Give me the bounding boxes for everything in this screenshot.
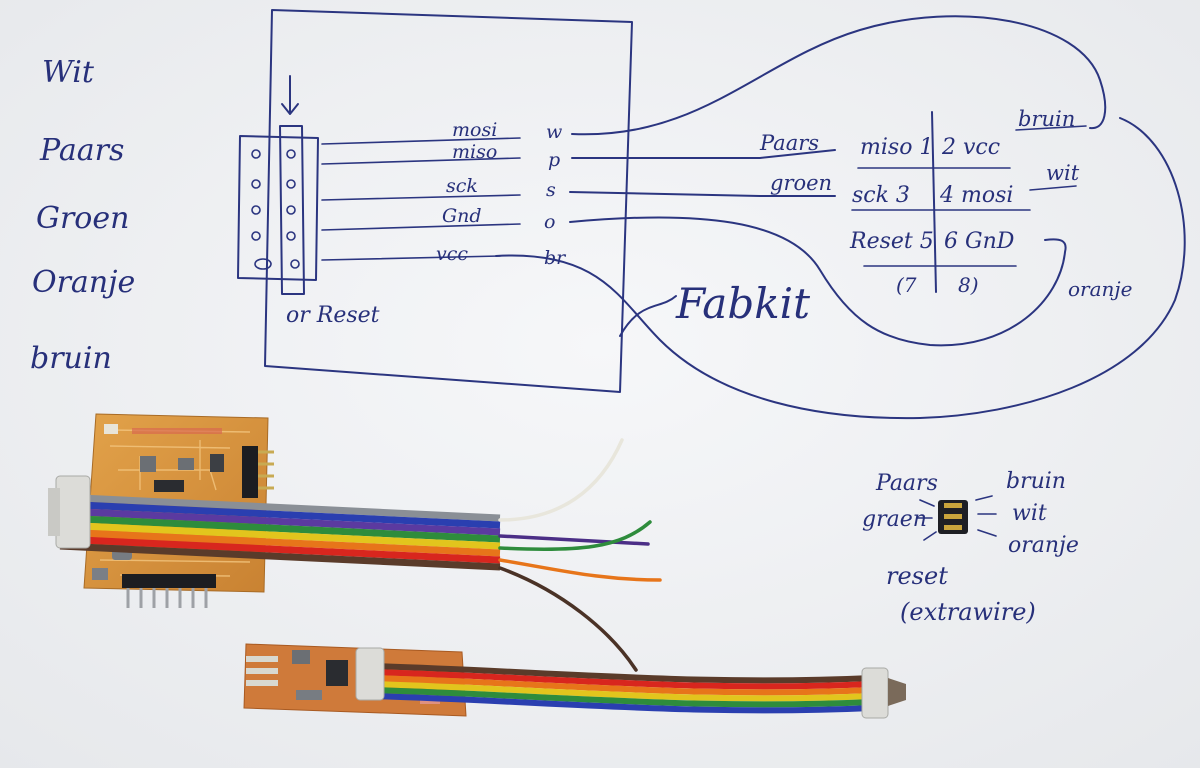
- isp-header-diagram: miso 1 2 vcc sck 3 4 mosi Reset 5 6 GnD …: [759, 107, 1132, 301]
- signal-sck: sck: [446, 175, 478, 197]
- colour-legend: Wit Paars Groen Oranje bruin: [30, 55, 135, 376]
- signal-vcc: vcc: [436, 243, 468, 265]
- fabkit-pointer: [619, 295, 677, 337]
- isp-label-paars: Paars: [759, 131, 819, 155]
- wire-brown: [495, 117, 1186, 420]
- isp-pin-3: sck 3: [852, 183, 910, 208]
- wire-code-p: p: [548, 149, 560, 171]
- connector-label-paars: Paars: [875, 471, 938, 496]
- isp-pin-6: 6 GnD: [944, 229, 1015, 254]
- wire-code-s: s: [546, 179, 556, 201]
- wire-code-o: o: [544, 211, 555, 233]
- legend-item-paars: Paars: [39, 133, 124, 168]
- signal-gnd: Gnd: [442, 205, 482, 227]
- connector-label-oranje: oranje: [1008, 533, 1079, 558]
- isp-label-wit: wit: [1046, 161, 1080, 185]
- isp-pin-5: Reset 5: [849, 229, 934, 254]
- reset-note: or Reset: [286, 303, 380, 328]
- ribbon-connector-end: [861, 667, 889, 719]
- wire-code-w: w: [546, 121, 562, 143]
- isp-pin-8: 8): [958, 273, 979, 297]
- legend-item-groen: Groen: [36, 201, 129, 236]
- legend-item-oranje: Oranje: [32, 265, 135, 300]
- connector-sketch: Paars graen bruin wit oranje reset (extr…: [862, 469, 1079, 626]
- isp-pin-2: 2 vcc: [941, 135, 1000, 160]
- isp-label-oranje: oranje: [1068, 277, 1132, 301]
- wire-white: [571, 15, 1107, 136]
- isp-pin-4: 4 mosi: [939, 183, 1013, 208]
- isp-divider-vertical: [931, 111, 937, 293]
- fabkit-label: Fabkit: [675, 279, 810, 328]
- wire-code-br: br: [544, 247, 567, 269]
- connector-label-wit: wit: [1012, 501, 1047, 526]
- header-pins: [251, 149, 300, 270]
- signal-lines: [321, 137, 521, 261]
- isp-pin-7: (7: [896, 273, 917, 297]
- connector-label-bruin: bruin: [1006, 469, 1066, 494]
- ribbon-cable-top: [48, 438, 662, 672]
- header-outline: [237, 135, 319, 281]
- board-outline: [264, 9, 633, 393]
- left-board-diagram: mosi miso sck Gnd vcc w p s o br or Rese…: [237, 9, 633, 393]
- ribbon-connector-programmer: [355, 647, 385, 701]
- wire-purple: [571, 149, 836, 159]
- connecting-wires: [495, 15, 1186, 420]
- wire-green: [569, 191, 836, 197]
- signal-miso: miso: [452, 141, 497, 163]
- legend-item-wit: Wit: [42, 55, 95, 90]
- signal-mosi: mosi: [452, 119, 497, 141]
- isp-pin-1: miso 1: [860, 135, 933, 160]
- pcb-bottom-header: [122, 574, 216, 588]
- ribbon-cable-bottom: [355, 647, 906, 719]
- connector-reset-note: reset: [886, 562, 948, 590]
- connector-label-graen: graen: [862, 507, 927, 532]
- header-inner-column: [279, 125, 305, 295]
- legend-item-bruin: bruin: [30, 341, 112, 376]
- isp-label-groen: groen: [770, 171, 832, 195]
- arrow-down-icon: [281, 75, 299, 115]
- ribbon-connector-left: [55, 475, 91, 549]
- wire-orange: [569, 216, 1067, 347]
- pcb-right-header: [242, 446, 258, 498]
- connector-extra-note: (extrawire): [900, 598, 1036, 626]
